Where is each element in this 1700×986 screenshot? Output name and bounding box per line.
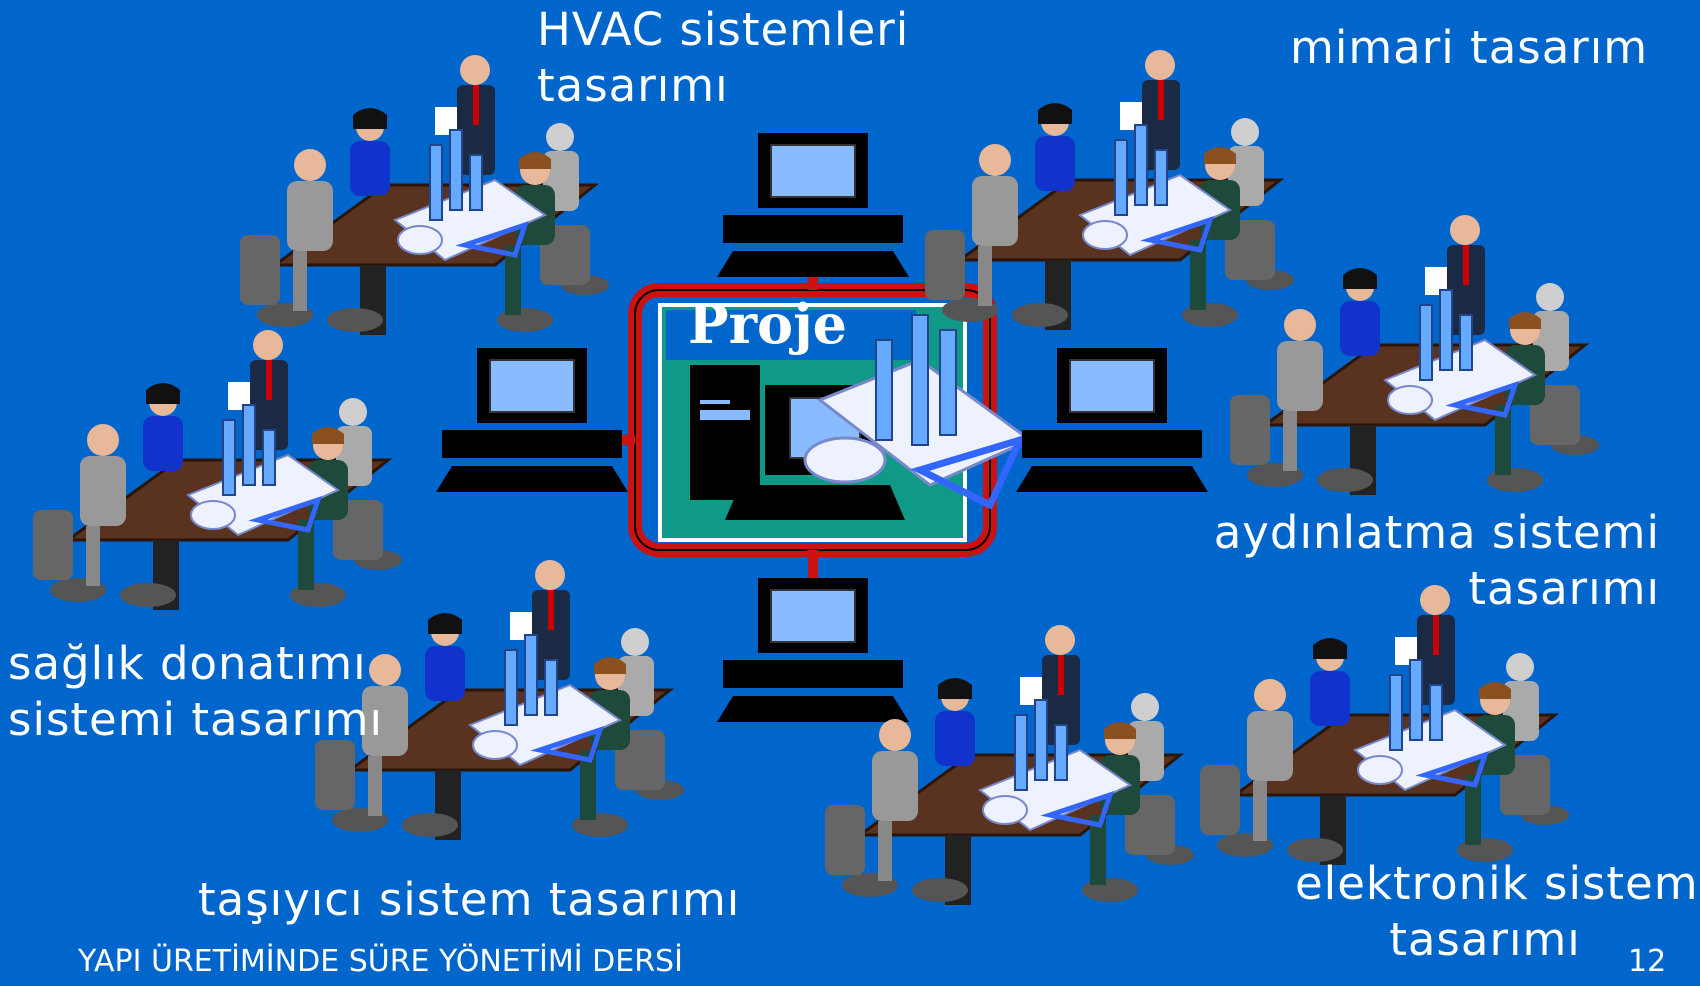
label-tasiyici: taşıyıcı sistem tasarımı [198, 873, 741, 926]
label-mimari: mimari tasarım [1290, 21, 1649, 74]
center-project-label: Proje [688, 292, 847, 356]
page-number: 12 [1628, 944, 1667, 979]
footer-course-title: YAPI ÜRETİMİNDE SÜRE YÖNETİMİ DERSİ [78, 944, 683, 979]
